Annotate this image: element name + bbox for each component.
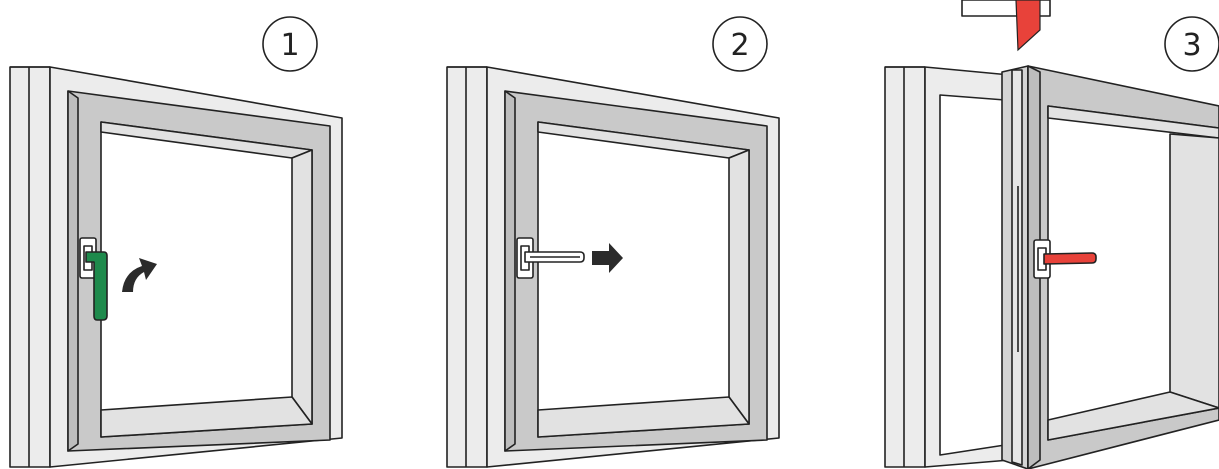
handle-lever-horizontal xyxy=(1043,252,1097,265)
step-number-badge: 2 xyxy=(712,16,768,72)
step-1: 1 xyxy=(9,16,343,468)
step-3: 3 xyxy=(884,0,1219,469)
window-frame xyxy=(9,66,343,468)
open-indicator-icon xyxy=(961,0,1051,52)
step-2: 2 xyxy=(446,16,780,468)
curved-up-arrow-icon xyxy=(122,258,157,292)
step-number-badge: 1 xyxy=(262,16,318,72)
window-sash-open xyxy=(1001,65,1219,469)
step-number: 1 xyxy=(280,28,299,63)
right-arrow-icon xyxy=(592,243,623,273)
handle-lever-down xyxy=(85,251,108,321)
window-frame xyxy=(446,66,780,468)
window-frame xyxy=(884,66,1013,468)
step-number: 2 xyxy=(730,28,749,63)
step-number-badge: 3 xyxy=(1164,16,1219,72)
step-number: 3 xyxy=(1182,28,1201,63)
